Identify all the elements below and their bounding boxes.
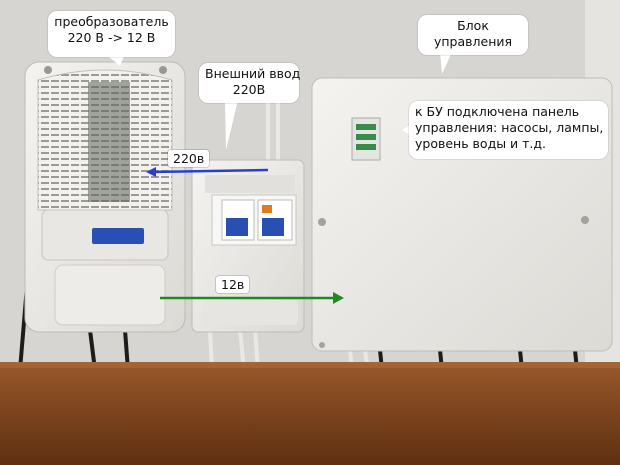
converter-callout-line1: преобразователь [54, 14, 169, 29]
panel-note-line3: уровень воды и т.д. [415, 136, 547, 151]
breaker-box [191, 159, 305, 333]
converter-box [24, 61, 186, 333]
input-callout-line2: 220В [232, 82, 266, 97]
panel-note-callout: к БУ подключена панель управления: насос… [409, 101, 608, 159]
input-callout: Внешний ввод 220В [199, 63, 301, 103]
control-unit-callout-line2: управления [433, 34, 513, 49]
panel-note-line2: управления: насосы, лампы, [415, 120, 604, 135]
wooden-table [0, 362, 620, 465]
low-voltage-arrow [160, 292, 344, 304]
control-unit-callout: Блок управления [418, 15, 528, 55]
mains-arrow [146, 167, 269, 177]
converter-callout-line2: 220 В -> 12 В [67, 30, 156, 45]
mains-wire-label: 220в [168, 150, 210, 167]
input-callout-line1: Внешний ввод [205, 66, 301, 81]
low-voltage-wire-label: 12в [216, 276, 250, 293]
control-unit-callout-line1: Блок [457, 18, 489, 33]
panel-note-line1: к БУ подключена панель [415, 104, 580, 119]
converter-callout: преобразователь 220 В -> 12 В [48, 11, 175, 57]
